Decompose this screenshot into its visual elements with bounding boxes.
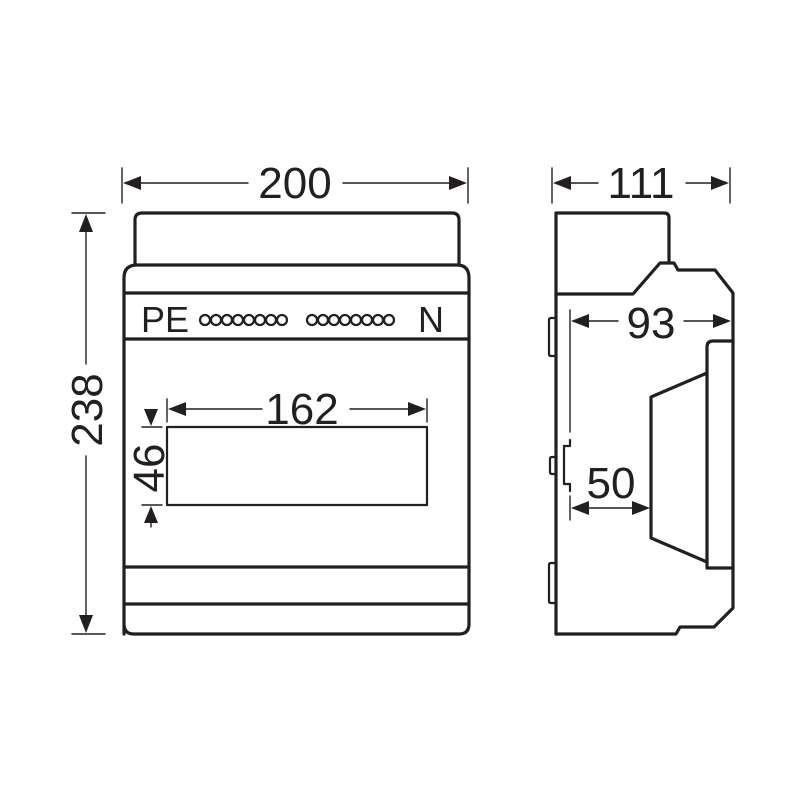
arrow-right-icon (713, 314, 731, 328)
dimension-label-height: 238 (63, 373, 112, 446)
dimension-label-cutout-width: 162 (265, 385, 338, 434)
dimension-label-inner-depth: 93 (627, 299, 676, 348)
dimension-label-width: 200 (258, 159, 331, 208)
terminal-icon (327, 313, 341, 327)
dimension-label-cutout-height: 46 (125, 444, 174, 493)
terminal-group-pe (198, 313, 289, 327)
arrow-right-icon (711, 176, 729, 190)
arrow-left-icon (553, 176, 571, 190)
terminal-label-n: N (418, 299, 444, 340)
dimension-width-200: 200 (121, 159, 469, 208)
mounting-lug-top (547, 316, 558, 358)
terminal-icon (371, 313, 385, 327)
terminal-icon (316, 313, 330, 327)
arrow-left-icon (168, 402, 186, 416)
din-rail-profile (562, 438, 572, 493)
terminal-icon (264, 313, 278, 327)
terminal-icon (253, 313, 267, 327)
side-body-profile (554, 261, 735, 636)
enclosure-body (122, 263, 471, 636)
terminal-label-pe: PE (141, 299, 189, 340)
terminal-icon (382, 313, 396, 327)
side-view: 111 93 50 (547, 159, 735, 636)
terminal-icon (231, 313, 245, 327)
dimension-label-rail-depth: 50 (587, 459, 636, 508)
terminal-icon (275, 313, 289, 327)
terminal-icon (209, 313, 223, 327)
terminal-icon (305, 313, 319, 327)
terminal-icon (220, 313, 234, 327)
terminal-icon (349, 313, 363, 327)
terminal-icon (338, 313, 352, 327)
front-view: 200 238 PE N (63, 159, 471, 636)
dimension-inner-depth-93: 93 (569, 299, 731, 433)
dimension-rail-depth-50: 50 (569, 459, 650, 521)
mounting-lug-bottom (547, 561, 558, 605)
terminal-group-n (305, 313, 396, 327)
dimension-cutout-height-46: 46 (125, 409, 174, 528)
arrow-left-icon (571, 501, 589, 515)
arrow-down-icon (79, 615, 93, 633)
enclosure-top-lid (133, 211, 461, 267)
dimension-depth-111: 111 (551, 159, 731, 208)
dimension-cutout-width-162: 162 (166, 385, 428, 434)
arrow-right-icon (632, 501, 650, 515)
arrow-right-icon (449, 176, 467, 190)
terminal-icon (198, 313, 212, 327)
arrow-up-icon (144, 506, 158, 523)
side-lid-profile (554, 211, 671, 636)
breaker-cutout (165, 425, 429, 507)
arrow-left-icon (571, 314, 589, 328)
front-door-profile (705, 339, 735, 570)
breaker-module-profile (649, 371, 709, 564)
dimension-height-238: 238 (63, 212, 112, 635)
arrow-right-icon (408, 402, 426, 416)
arrow-down-icon (144, 409, 158, 426)
mounting-lug-middle (548, 455, 558, 476)
arrow-left-icon (123, 176, 141, 190)
arrow-up-icon (79, 214, 93, 232)
dimension-label-depth: 111 (608, 159, 675, 208)
terminal-icon (242, 313, 256, 327)
terminal-icon (360, 313, 374, 327)
